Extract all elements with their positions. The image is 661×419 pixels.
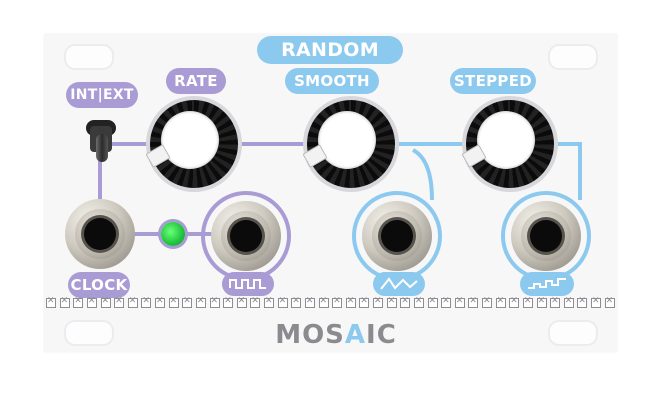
strip-cell xyxy=(400,296,411,308)
strip-cell xyxy=(577,296,588,308)
strip-cell xyxy=(195,296,206,308)
strip-cell xyxy=(46,296,56,308)
strip-cell xyxy=(359,296,370,308)
strip-cell xyxy=(250,296,261,308)
strip-cell xyxy=(304,296,315,308)
clock-label: CLOCK xyxy=(68,272,130,298)
mount-slot-bottom-left xyxy=(64,320,114,346)
strip-cell xyxy=(509,296,520,308)
mount-slot-top-right xyxy=(548,44,598,70)
strip-cell xyxy=(318,296,329,308)
strip-cell xyxy=(86,296,97,308)
square-wave-icon xyxy=(222,272,274,296)
strip-cell xyxy=(182,296,193,308)
ventilation-strip xyxy=(44,296,617,310)
strip-cell xyxy=(441,296,452,308)
strip-cell xyxy=(550,296,561,308)
strip-cell xyxy=(141,296,152,308)
mosaic-logo: MOSAIC xyxy=(275,320,397,350)
rate-knob[interactable] xyxy=(145,96,242,192)
rate-label: RATE xyxy=(166,68,226,94)
strip-cell xyxy=(155,296,165,308)
strip-cell xyxy=(264,296,274,308)
strip-cell xyxy=(127,296,138,308)
strip-cell xyxy=(114,296,125,308)
strip-cell xyxy=(413,296,424,308)
strip-cell xyxy=(427,296,438,308)
strip-cell xyxy=(59,296,70,308)
strip-cell xyxy=(522,296,533,308)
int-ext-toggle-switch[interactable] xyxy=(86,120,116,162)
strip-cell xyxy=(236,296,247,308)
clock-input-jack[interactable] xyxy=(65,199,135,269)
strip-cell xyxy=(386,296,397,308)
strip-cell xyxy=(536,296,547,308)
mount-slot-top-left xyxy=(64,44,114,70)
strip-cell xyxy=(454,296,465,308)
stepped-label: STEPPED xyxy=(450,68,536,94)
gate-output-jack[interactable] xyxy=(211,201,281,271)
strip-cell xyxy=(223,296,234,308)
strip-cell xyxy=(332,296,343,308)
strip-cell xyxy=(291,296,302,308)
mount-slot-bottom-right xyxy=(548,320,598,346)
stepped-knob[interactable] xyxy=(461,96,558,192)
strip-cell xyxy=(468,296,479,308)
smooth-knob[interactable] xyxy=(302,96,399,192)
strip-cell xyxy=(495,296,506,308)
strip-cell xyxy=(73,296,84,308)
strip-cell xyxy=(482,296,492,308)
strip-cell xyxy=(373,296,383,308)
triangle-wave-icon xyxy=(373,272,425,296)
strip-cell xyxy=(100,296,111,308)
strip-cell xyxy=(591,296,601,308)
module-title: RANDOM xyxy=(257,36,403,64)
strip-cell xyxy=(345,296,356,308)
int-ext-label: INT|EXT xyxy=(66,82,138,108)
stepped-output-jack[interactable] xyxy=(511,201,581,271)
smooth-output-jack[interactable] xyxy=(362,201,432,271)
strip-cell xyxy=(209,296,220,308)
strip-cell xyxy=(277,296,288,308)
clock-led xyxy=(161,222,185,246)
strip-cell xyxy=(168,296,179,308)
strip-cell xyxy=(604,296,615,308)
strip-cell xyxy=(563,296,574,308)
smooth-label: SMOOTH xyxy=(285,68,379,94)
stepped-wave-icon xyxy=(520,272,574,296)
